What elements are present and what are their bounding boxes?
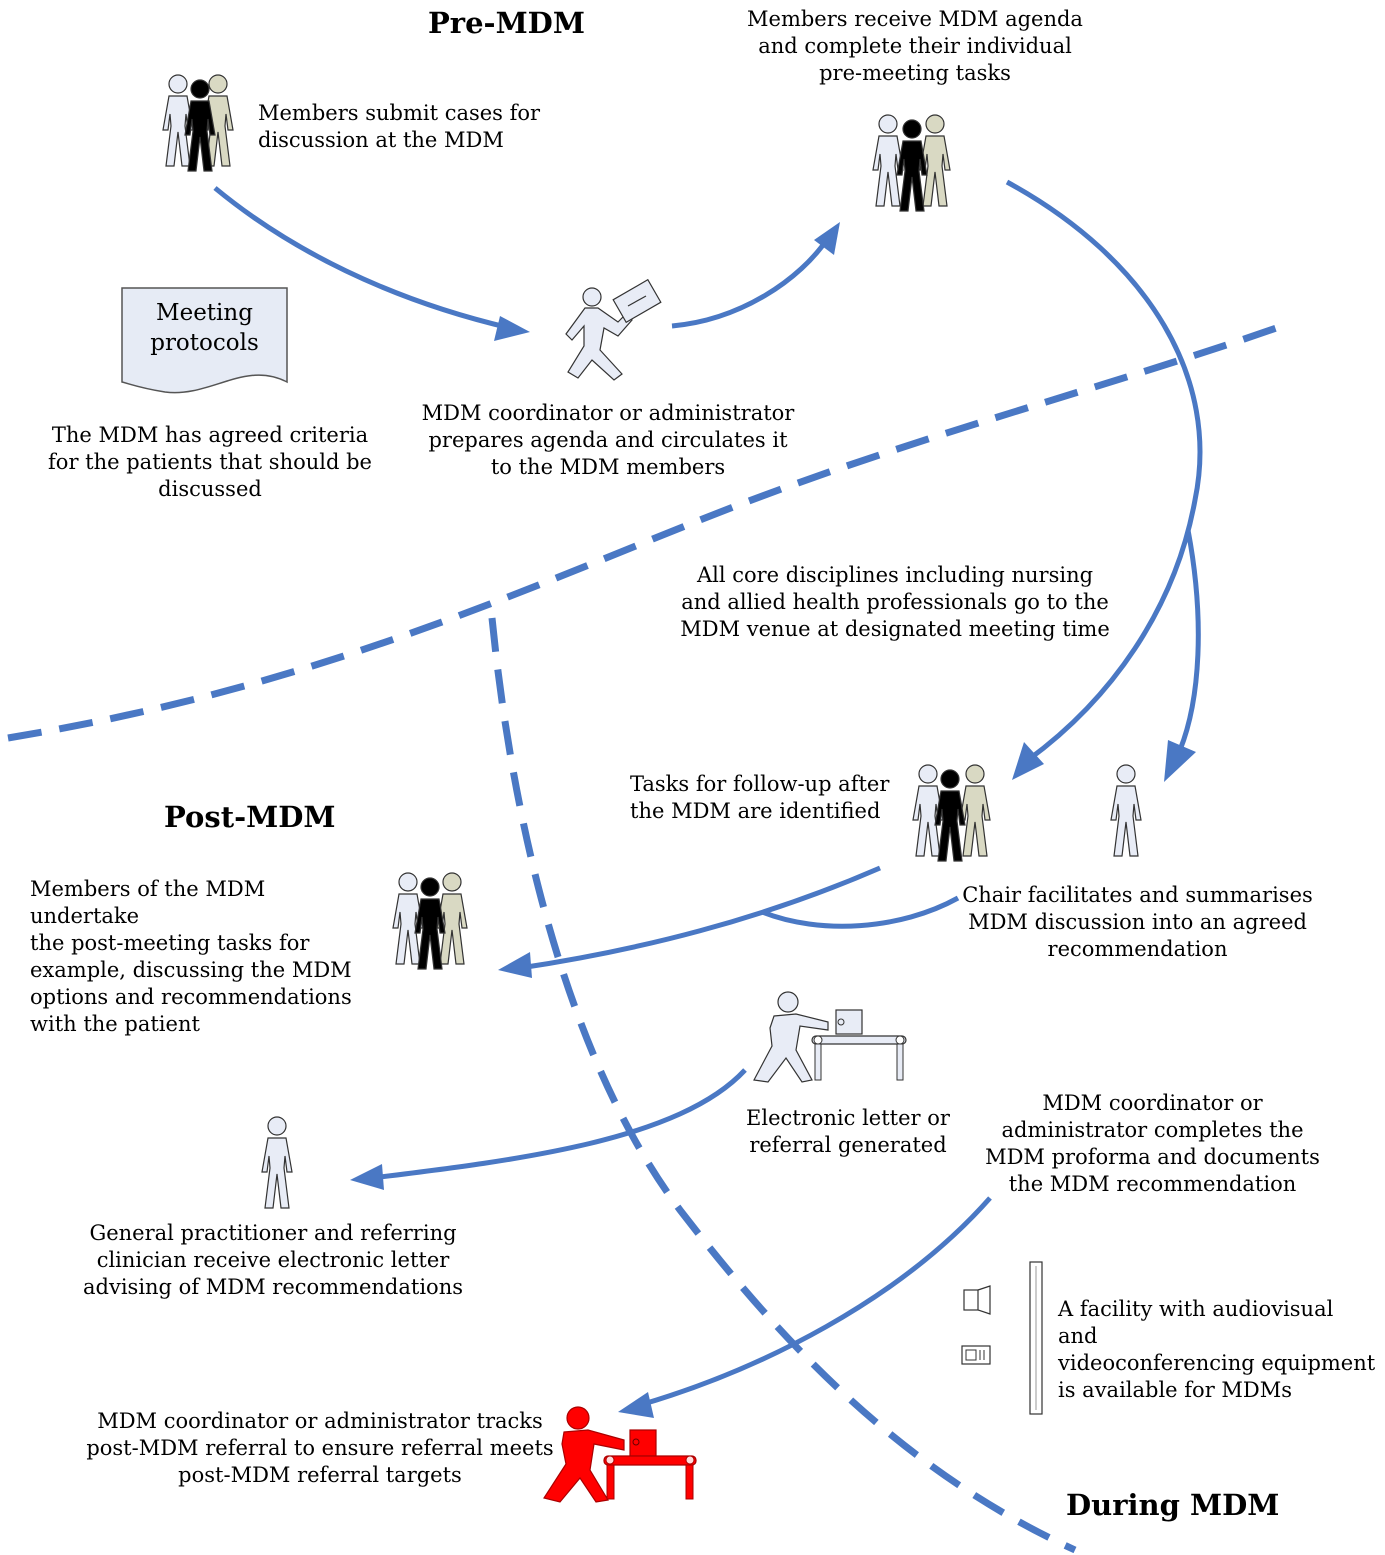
arrow-submit-to-coordinator: [213, 186, 511, 331]
people-group-icon: [162, 74, 234, 172]
label-gp-receive: General practitioner and referring clini…: [83, 1221, 463, 1299]
person-at-conveyor-icon: [543, 1406, 697, 1503]
screen-icon: [1029, 1261, 1043, 1415]
people-group-icon: [392, 872, 468, 970]
heading-pre-mdm: Pre-MDM: [428, 6, 585, 40]
label-tasks-followup: Tasks for follow-up after the MDM are id…: [630, 772, 890, 823]
label-post-tasks: Members of the MDM undertake the post-me…: [30, 877, 352, 1036]
label-proforma: MDM coordinator or administrator complet…: [985, 1091, 1320, 1196]
label-tracks-referral: MDM coordinator or administrator tracks …: [86, 1409, 554, 1487]
heading-during-mdm: During MDM: [1066, 1488, 1280, 1522]
label-receive-agenda: Members receive MDM agenda and complete …: [747, 7, 1083, 85]
arrow-proforma-to-tracking: [639, 1196, 992, 1408]
people-group-icon: [912, 764, 991, 862]
arrow-tasks-to-post: [519, 865, 881, 971]
person-icon: [261, 1116, 293, 1209]
label-chair: Chair facilitates and summarises MDM dis…: [962, 883, 1313, 961]
person-icon: [1110, 764, 1142, 857]
label-submit-cases: Members submit cases for discussion at t…: [258, 101, 541, 152]
label-prepares-agenda: MDM coordinator or administrator prepare…: [421, 401, 795, 479]
arrow-branch-to-chair: [1177, 529, 1201, 751]
people-group-icon: [872, 114, 951, 212]
label-agreed-criteria: The MDM has agreed criteria for the pati…: [48, 423, 372, 501]
label-letter-generated: Electronic letter or referral generated: [746, 1106, 950, 1157]
heading-post-mdm: Post-MDM: [164, 800, 336, 834]
person-at-conveyor-icon: [753, 991, 907, 1083]
label-av-facility: A facility with audiovisual and videocon…: [1058, 1297, 1376, 1402]
post-during-boundary: [488, 617, 1077, 1554]
label-core-disciplines: All core disciplines including nursing a…: [680, 563, 1110, 641]
meeting-protocols-document: [121, 287, 288, 394]
arrow-letter-to-gp: [371, 1068, 747, 1181]
meeting-protocols-label: Meeting protocols: [150, 300, 259, 356]
phone-icon: [961, 1345, 991, 1365]
arrow-chair-join: [761, 895, 960, 929]
person-with-letter-icon: [565, 278, 662, 381]
camera-icon: [963, 1285, 991, 1315]
arrow-coordinator-to-members: [671, 236, 831, 329]
arrow-members-to-meeting: [1005, 179, 1203, 763]
